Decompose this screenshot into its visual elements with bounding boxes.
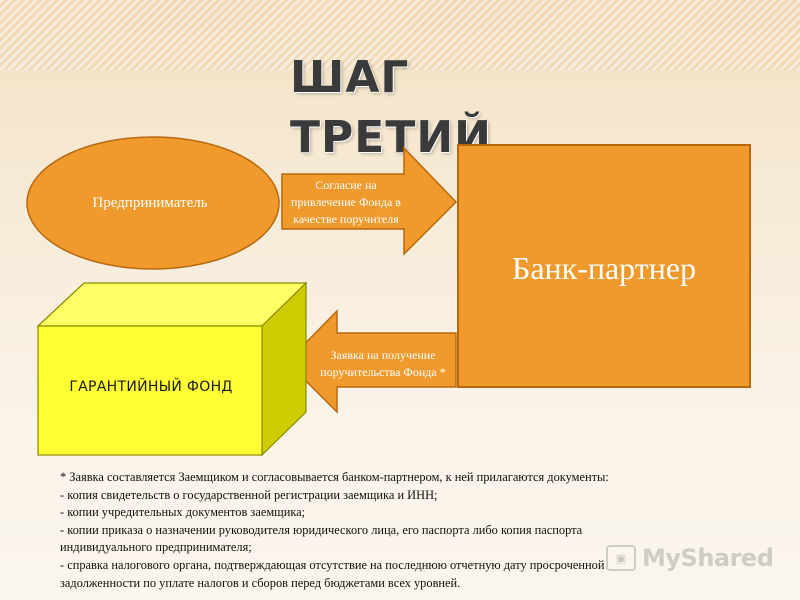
presentation-screen-icon: ▣ (606, 545, 636, 571)
entrepreneur-label: Предприниматель (92, 194, 208, 211)
application-arrow (285, 309, 457, 414)
consent-arrow (281, 146, 458, 256)
footnote-line: индивидуального предпринимателя; (60, 540, 252, 555)
footnote-line: * Заявка составляется Заемщиком и соглас… (60, 470, 609, 484)
footnote-line: - копия свидетельств о государственной р… (60, 487, 438, 502)
fund-cube-front (37, 325, 263, 456)
fund-label: ГАРАНТИЙНЫЙ ФОНД (69, 379, 233, 395)
footnote-line: - копии учредительных документов заемщик… (60, 505, 306, 520)
footnote-line: задолженности по уплате налогов и сборов… (60, 575, 461, 590)
footnote: * Заявка составляется Заемщиком и соглас… (60, 469, 760, 592)
bank-label: Банк-партнер (511, 249, 697, 286)
bank-node (457, 144, 751, 388)
consent-arrow-label: Согласие на привлечение Фонда в качестве… (291, 177, 401, 226)
footnote-line: - копии приказа о назначении руководител… (60, 522, 583, 537)
footnote-line: - справка налогового органа, подтверждаю… (60, 557, 605, 572)
entrepreneur-node (26, 136, 280, 270)
watermark-text: MyShared (642, 544, 774, 572)
fund-cube-top (36, 282, 308, 327)
watermark: ▣ MyShared (606, 538, 776, 578)
application-arrow-label: Заявка на получение поручительства Фонда… (320, 348, 446, 379)
header-stripes (0, 0, 800, 70)
